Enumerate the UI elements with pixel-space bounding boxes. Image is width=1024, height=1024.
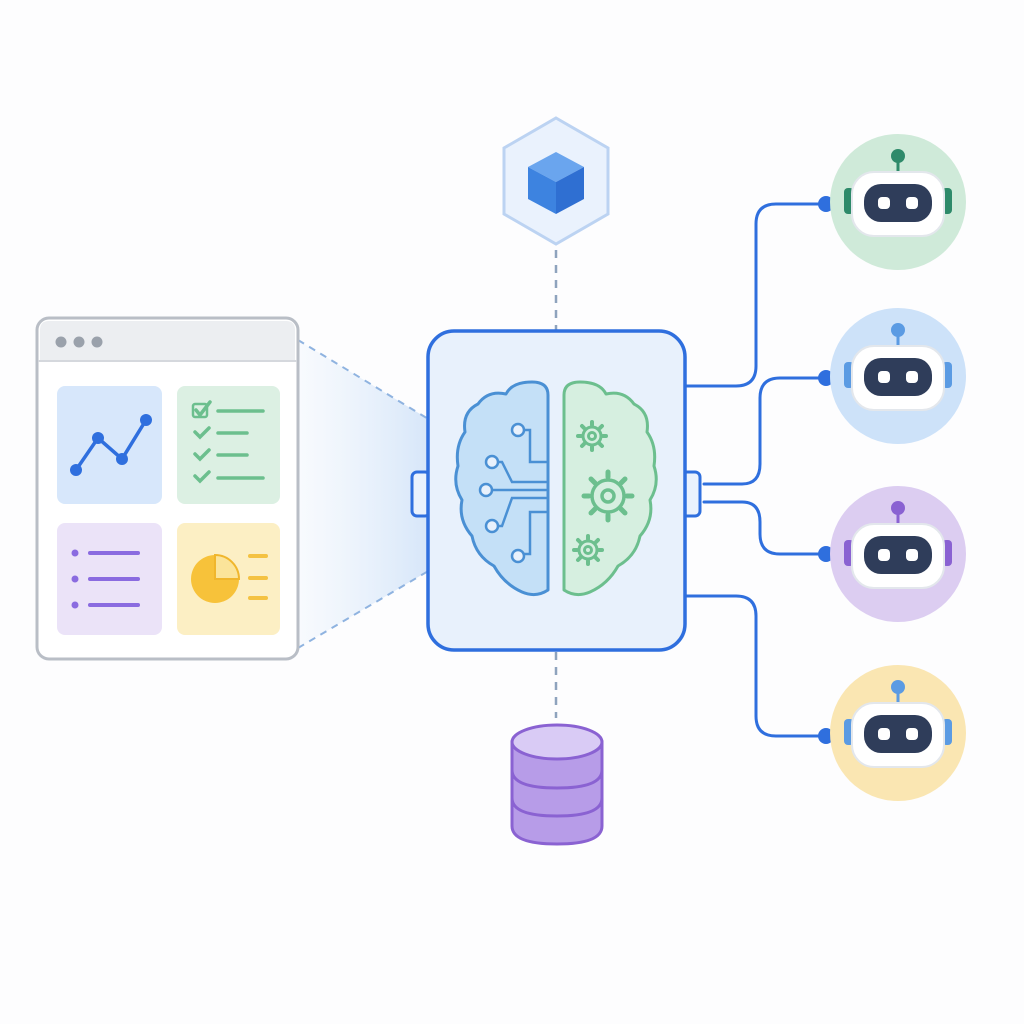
robot-icon <box>844 149 952 237</box>
gear-icon <box>572 420 635 566</box>
connector-agent-2 <box>702 376 828 486</box>
agent-connectors <box>684 202 828 738</box>
agent-3 <box>830 486 966 622</box>
database-node <box>510 723 604 846</box>
brain-circuit-gear-icon <box>454 380 658 597</box>
cube-node <box>502 116 610 246</box>
window-dot-1 <box>55 336 67 348</box>
gear-large-middle <box>581 469 635 523</box>
tile-line-chart <box>57 386 162 504</box>
dashboard-window <box>35 316 300 661</box>
pie-chart-icon <box>191 553 268 603</box>
window-dot-3 <box>91 336 103 348</box>
line-chart-icon <box>70 414 152 476</box>
endpoint-agent-2 <box>818 370 834 386</box>
gear-small-bottom <box>572 534 604 566</box>
endpoint-agent-3 <box>818 546 834 562</box>
robot-icon <box>844 501 952 589</box>
tile-checklist <box>177 386 280 504</box>
agent-1 <box>830 134 966 270</box>
agent-2 <box>830 308 966 444</box>
agents <box>830 134 966 801</box>
database-icon <box>510 723 604 846</box>
connector-agent-1 <box>684 202 828 388</box>
checklist-icon <box>191 400 265 484</box>
window-dot-2 <box>73 336 85 348</box>
hub-node <box>410 329 702 652</box>
connector-agent-4 <box>684 594 828 738</box>
tile-pie-chart <box>177 523 280 635</box>
cube-icon <box>528 152 584 214</box>
connector-endpoints <box>818 196 834 744</box>
robot-icon <box>844 323 952 411</box>
gear-small-top <box>576 420 608 452</box>
list-icon <box>71 549 140 609</box>
robot-icon <box>844 680 952 768</box>
endpoint-agent-4 <box>818 728 834 744</box>
connector-agent-3 <box>702 500 828 556</box>
projection-beam <box>298 340 430 648</box>
brain-left-hemisphere <box>454 380 550 597</box>
endpoint-agent-1 <box>818 196 834 212</box>
tile-list <box>57 523 162 635</box>
agent-4 <box>830 665 966 801</box>
circuit-icon <box>478 422 548 564</box>
